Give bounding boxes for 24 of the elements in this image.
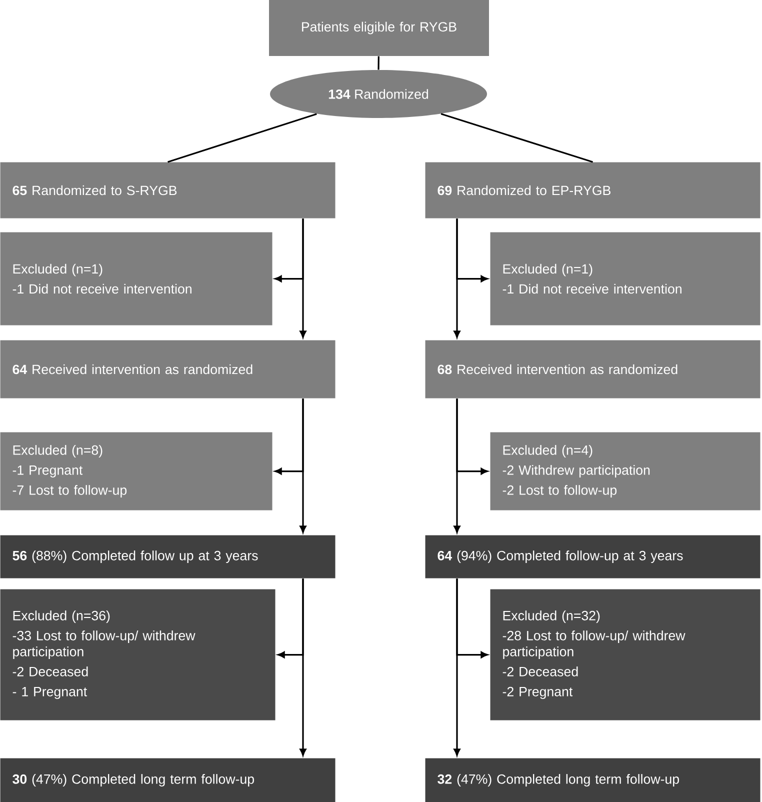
arrow — [454, 398, 460, 533]
process-box: 64 Received intervention as randomized — [0, 340, 336, 398]
connector-line — [440, 113, 593, 163]
exclusion-box: Excluded (n=1) -1 Did not receive intervention — [490, 232, 760, 326]
process-box: 69 Randomized to EP-RYGB — [425, 162, 760, 218]
arrow — [300, 218, 306, 338]
process-box: 68 Received intervention as randomized — [425, 340, 760, 398]
start-box: Patients eligible for RYGB — [269, 0, 489, 56]
process-box: 65 Randomized to S-RYGB — [0, 162, 336, 218]
process-box: 30 (47%) Completed long term follow-up — [0, 758, 336, 802]
exclusion-box: Excluded (n=32) -28 Lost to follow-up/ withdrew participation -2 Deceased -2 Pregnant — [490, 589, 760, 720]
process-box: 64 (94%) Completed follow-up at 3 years — [425, 535, 760, 578]
process-box: 32 (47%) Completed long term follow-up — [425, 758, 760, 802]
exclusion-box: Excluded (n=36) -33 Lost to follow-up/ withdrew participation -2 Deceased - 1 Pregnant — [0, 589, 276, 720]
arrow — [454, 218, 460, 338]
connector-line — [168, 113, 317, 163]
exclusion-box: Excluded (n=4) -2 Withdrew participation -2 Lost to follow-up — [490, 432, 760, 510]
exclusion-box: Excluded (n=8) -1 Pregnant -7 Lost to follow-up — [0, 432, 272, 510]
process-box: 56 (88%) Completed follow up at 3 years — [0, 535, 336, 578]
exclusion-box: Excluded (n=1) -1 Did not receive intervention — [0, 232, 272, 326]
arrow — [300, 398, 306, 533]
arrow — [454, 578, 460, 756]
connector-line — [378, 56, 380, 70]
arrow — [300, 578, 306, 756]
